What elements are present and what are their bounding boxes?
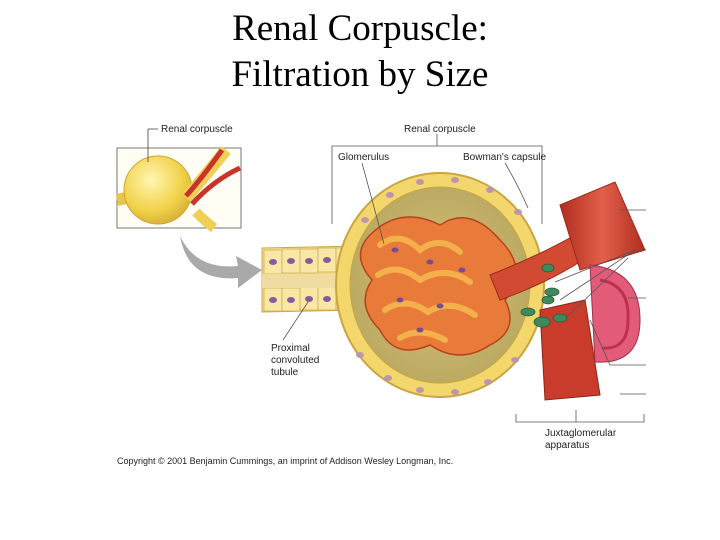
glomerulus-label: Glomerulus: [338, 152, 389, 163]
proximal-tubule-label-line-1: Proximal: [271, 343, 310, 354]
glomerulus-tuft: [359, 216, 518, 356]
jga-label-line-2: apparatus: [545, 440, 589, 451]
jga-label-line-1: Juxtaglomerular: [545, 428, 617, 439]
title-line-1: Renal Corpuscle:: [232, 8, 488, 49]
title-line-2: Filtration by Size: [231, 54, 489, 95]
inset-panel: Renal corpuscle: [115, 124, 242, 232]
juxtaglomerular-cells: [520, 263, 568, 328]
zoom-arrow: [180, 236, 262, 288]
copyright-notice: Copyright © 2001 Benjamin Cummings, an i…: [117, 456, 453, 466]
bowmans-capsule-label: Bowman's capsule: [463, 152, 547, 163]
arterioles: [489, 181, 646, 401]
inset-corpuscle: [123, 155, 193, 225]
renal-corpuscle-label: Renal corpuscle: [404, 124, 476, 135]
inset-renal-corpuscle-label: Renal corpuscle: [161, 124, 233, 135]
proximal-tubule-label-line-2: convoluted: [271, 355, 319, 366]
slide-title: Renal Corpuscle: Filtration by Size: [0, 6, 720, 98]
leader-lines: [282, 134, 646, 423]
proximal-tubule-label-line-3: tubule: [271, 367, 299, 378]
